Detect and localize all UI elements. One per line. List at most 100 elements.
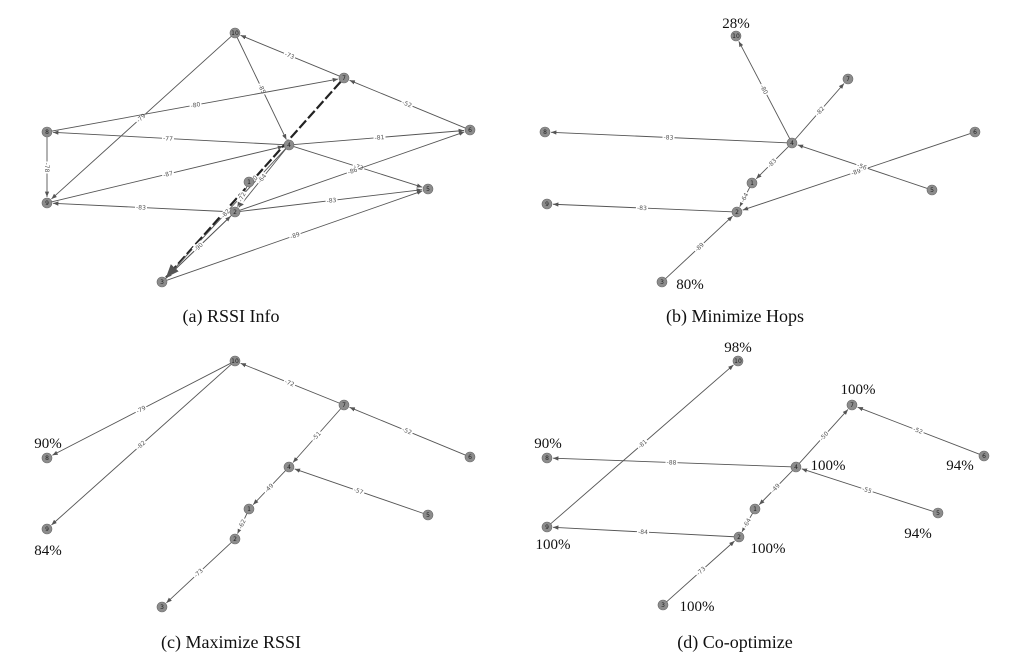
edge-label: -49 <box>263 482 275 494</box>
node-circle <box>731 206 743 218</box>
edge-label: -89 <box>694 241 706 253</box>
panel-caption: (a) RSSI Info <box>183 306 280 327</box>
panel-a: -73-79-85-80-77-78-87-83-81-52-50-82-73-… <box>41 27 476 327</box>
node-circle <box>749 503 761 515</box>
node-circle <box>730 30 742 42</box>
percentage-label: 100% <box>811 458 846 474</box>
edge-label-bg <box>400 425 414 437</box>
edge-label-bg <box>740 516 754 530</box>
node-5: 5 <box>422 183 434 195</box>
edge-label: -49 <box>770 482 782 494</box>
edge-label-bg <box>855 161 869 172</box>
edge-label: -73 <box>283 51 295 61</box>
node-label: 1 <box>750 180 754 187</box>
edge-label-bg <box>768 481 783 495</box>
edge-label-bg <box>288 230 302 241</box>
edge-label-bg <box>282 377 297 389</box>
edge-label-bg <box>191 240 206 254</box>
node-circle <box>732 355 744 367</box>
edge-label-bg <box>218 206 233 221</box>
node-9: 9 <box>41 197 53 209</box>
edge-label-bg <box>282 49 297 62</box>
node-1: 1 <box>243 503 255 515</box>
node-10: 10 <box>730 30 742 42</box>
node-circle <box>338 72 350 84</box>
node-circle <box>541 198 553 210</box>
node-circle <box>41 452 53 464</box>
percentage-label: 98% <box>724 340 752 356</box>
panel-c: -79-82-72-52-51-57-49-62-731234567891090… <box>34 355 476 653</box>
percentage-label: 84% <box>34 543 62 559</box>
node-label: 6 <box>982 453 986 460</box>
node-label: 1 <box>753 506 757 513</box>
edge-label: -79 <box>135 112 147 124</box>
edge-label: -64 <box>257 173 269 185</box>
edge-label-bg <box>345 165 360 177</box>
node-circle <box>539 126 551 138</box>
node-8: 8 <box>541 452 553 464</box>
node-circle <box>464 451 476 463</box>
node-3: 3 <box>656 276 668 288</box>
node-circle <box>156 601 168 613</box>
node-circle <box>422 509 434 521</box>
node-6: 6 <box>464 451 476 463</box>
edge-label: -83 <box>663 134 673 141</box>
edge-label: -82 <box>220 208 232 220</box>
node-2: 2 <box>229 206 241 218</box>
edge-label-bg <box>692 240 707 254</box>
edge-label: -87 <box>163 170 174 179</box>
edge-label: -57 <box>353 487 365 497</box>
edge-label: -82 <box>135 439 147 451</box>
node-1: 1 <box>749 503 761 515</box>
node-label: 8 <box>45 455 49 462</box>
edge-label: -83 <box>637 205 647 212</box>
edge-label: -55 <box>861 486 873 496</box>
node-circle <box>41 197 53 209</box>
percentage-label: 100% <box>751 541 786 557</box>
edge-label-bg <box>817 429 831 443</box>
edge-label: -85 <box>256 83 267 95</box>
node-10: 10 <box>229 27 241 39</box>
edge-label-bg <box>813 104 827 118</box>
node-label: 5 <box>426 512 430 519</box>
node-circle <box>969 126 981 138</box>
node-circle <box>243 503 255 515</box>
node-3: 3 <box>156 601 168 613</box>
node-label: 9 <box>45 526 49 533</box>
edge-label-bg <box>351 485 366 497</box>
edge-label-bg <box>635 437 650 451</box>
node-10: 10 <box>229 355 241 367</box>
panel-caption: (d) Co-optimize <box>677 632 792 653</box>
node-label: 5 <box>930 187 934 194</box>
edge-label: -89 <box>289 231 301 241</box>
percentage-label: 100% <box>536 537 571 553</box>
edge-label-bg <box>134 438 148 452</box>
edge-label-bg <box>309 429 324 443</box>
edge-label-bg <box>236 190 248 204</box>
edge-label: -78 <box>43 163 50 173</box>
edge-label: -56 <box>856 162 868 172</box>
node-6: 6 <box>969 126 981 138</box>
node-6: 6 <box>978 450 990 462</box>
node-4: 4 <box>283 461 295 473</box>
edge-label: -64 <box>742 517 753 529</box>
node-8: 8 <box>41 126 53 138</box>
node-label: 4 <box>794 464 798 471</box>
node-circle <box>541 452 553 464</box>
node-circle <box>541 521 553 533</box>
panel-b: -80-82-83-83-64-83-89-89-561234567891028… <box>539 16 981 327</box>
node-label: 9 <box>545 524 549 531</box>
edge-label-bg <box>236 517 248 531</box>
panel-d: -81-88-50-52-55-49-64-84-731234567891098… <box>534 340 990 653</box>
node-9: 9 <box>41 523 53 535</box>
node-9: 9 <box>541 521 553 533</box>
node-circle <box>842 73 854 85</box>
node-circle <box>229 206 241 218</box>
node-circle <box>229 533 241 545</box>
node-circle <box>283 139 295 151</box>
node-label: 6 <box>468 127 472 134</box>
node-circle <box>156 276 168 288</box>
node-2: 2 <box>733 531 745 543</box>
node-circle <box>926 184 938 196</box>
node-circle <box>229 27 241 39</box>
